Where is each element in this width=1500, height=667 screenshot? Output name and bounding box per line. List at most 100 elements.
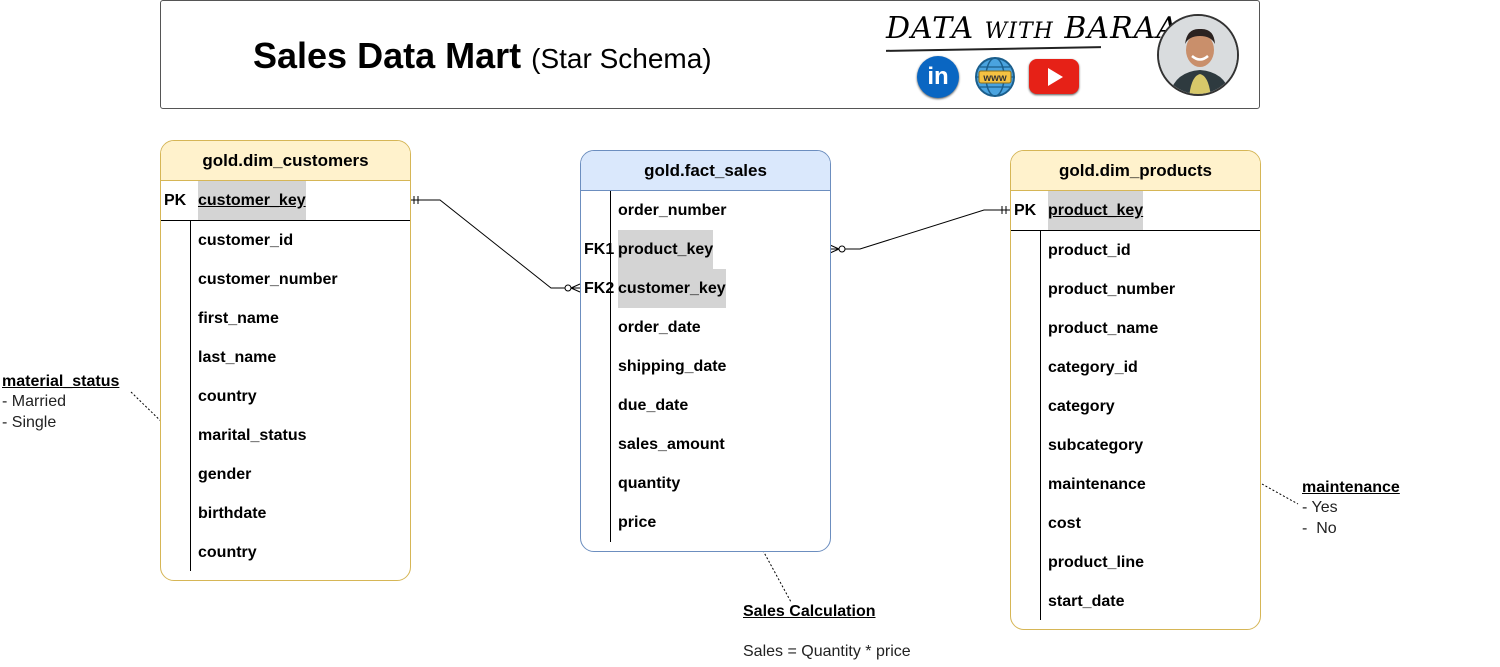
zero-mark: [838, 245, 846, 253]
column-row: country: [161, 377, 410, 416]
sales-products-link: [830, 209, 1010, 250]
column-divider: [610, 191, 611, 542]
column-row: customer_number: [161, 260, 410, 299]
column-name: price: [618, 514, 657, 531]
note-line: - Single: [2, 414, 57, 431]
column-name: due_date: [618, 397, 689, 414]
sales-calculation-note: Sales Calculation Sales = Quantity * pri…: [743, 603, 911, 662]
sales-formula: Sales = Quantity * price: [743, 643, 911, 660]
column-row: order_number: [581, 191, 830, 230]
column-row: due_date: [581, 386, 830, 425]
column-name: start_date: [1048, 593, 1125, 610]
column-row: customer_id: [161, 221, 410, 260]
note-line: - No: [1302, 520, 1337, 537]
column-row: marital_status: [161, 416, 410, 455]
column-name: marital_status: [198, 427, 307, 444]
column-row: maintenance: [1011, 465, 1260, 504]
column-name: first_name: [198, 310, 279, 327]
maintenance-note-leader: [1261, 483, 1299, 505]
column-row: start_date: [1011, 582, 1260, 621]
title-subtitle: (Star Schema): [531, 43, 712, 74]
note-title: Sales Calculation: [743, 603, 876, 620]
table-dim-products[interactable]: gold.dim_products PK product_key product…: [1010, 150, 1261, 630]
page-title: Sales Data Mart (Star Schema): [253, 35, 712, 77]
marital-status-note: material_status - Married - Single: [2, 373, 119, 433]
pk-label: PK: [164, 192, 187, 209]
column-row: product_line: [1011, 543, 1260, 582]
column-name: cost: [1048, 515, 1081, 532]
pk-row: PK product_key: [1011, 191, 1260, 231]
column-row: first_name: [161, 299, 410, 338]
column-name: product_name: [1048, 320, 1159, 337]
column-name: category: [1048, 398, 1115, 415]
note-line: - Married: [2, 393, 67, 410]
column-name: quantity: [618, 475, 681, 492]
many-mark: [829, 244, 840, 250]
column-row: gender: [161, 455, 410, 494]
column-row: order_date: [581, 308, 830, 347]
column-name: category_id: [1048, 359, 1138, 376]
column-row: last_name: [161, 338, 410, 377]
fk-column: product_key: [618, 230, 714, 269]
many-mark: [829, 248, 840, 254]
header-banner: Sales Data Mart (Star Schema) DATA WITH B…: [160, 0, 1260, 109]
column-name: birthdate: [198, 505, 267, 522]
brand-logo: DATA WITH BARAA: [886, 11, 1179, 46]
brand-part1: DATA: [886, 11, 975, 46]
marital-note-leader: [130, 391, 173, 433]
fk-label: FK1: [584, 241, 615, 258]
note-title: maintenance: [1302, 479, 1400, 496]
column-row: price: [581, 503, 830, 542]
pk-row: PK customer_key: [161, 181, 410, 221]
column-name: customer_number: [198, 271, 338, 288]
zero-mark: [564, 284, 572, 292]
column-row: shipping_date: [581, 347, 830, 386]
column-row: cost: [1011, 504, 1260, 543]
table-title: gold.dim_products: [1011, 151, 1260, 191]
pk-label: PK: [1014, 202, 1037, 219]
note-title: material_status: [2, 373, 120, 390]
table-title: gold.dim_customers: [161, 141, 410, 181]
column-name: subcategory: [1048, 437, 1144, 454]
brand-part2: WITH: [984, 19, 1054, 44]
column-row: country: [161, 533, 410, 572]
table-title: gold.fact_sales: [581, 151, 830, 191]
column-row: category: [1011, 387, 1260, 426]
column-row: birthdate: [161, 494, 410, 533]
column-row: category_id: [1011, 348, 1260, 387]
column-name: country: [198, 544, 257, 561]
web-icon[interactable]: www: [974, 56, 1016, 98]
title-main: Sales Data Mart: [253, 35, 522, 76]
column-name: sales_amount: [618, 436, 725, 453]
avatar: [1157, 14, 1239, 96]
note-line: - Yes: [1302, 499, 1338, 516]
linkedin-icon[interactable]: in: [917, 56, 959, 98]
fk-column: customer_key: [618, 269, 726, 308]
column-row: product_number: [1011, 270, 1260, 309]
column-row: product_id: [1011, 231, 1260, 270]
column-divider: [190, 221, 191, 571]
column-row: quantity: [581, 464, 830, 503]
column-row: product_name: [1011, 309, 1260, 348]
customers-sales-link: [410, 199, 580, 289]
column-row: subcategory: [1011, 426, 1260, 465]
column-name: order_number: [618, 202, 727, 219]
column-name: country: [198, 388, 257, 405]
column-name: shipping_date: [618, 358, 727, 375]
column-name: gender: [198, 466, 252, 483]
column-name: customer_id: [198, 232, 294, 249]
table-dim-customers[interactable]: gold.dim_customers PK customer_key custo…: [160, 140, 411, 581]
column-name: product_id: [1048, 242, 1131, 259]
column-name: product_number: [1048, 281, 1176, 298]
pk-column: product_key: [1048, 191, 1144, 230]
youtube-icon[interactable]: [1029, 59, 1079, 94]
column-name: maintenance: [1048, 476, 1146, 493]
web-icon-label: www: [982, 73, 1007, 84]
column-divider: [1040, 231, 1041, 620]
pk-column: customer_key: [198, 181, 306, 220]
many-mark: [570, 287, 581, 293]
column-name: order_date: [618, 319, 701, 336]
